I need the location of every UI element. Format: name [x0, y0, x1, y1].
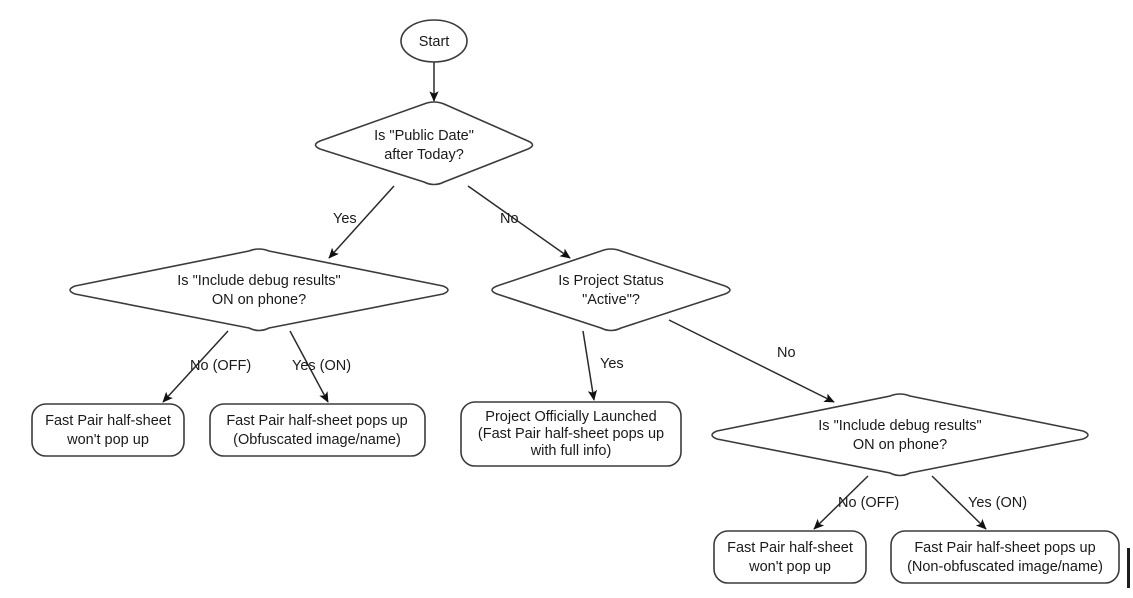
- edge-public-date-yes: Yes: [328, 185, 395, 259]
- result-right-on-line1: Fast Pair half-sheet pops up: [914, 540, 1095, 556]
- edge-label-public-date-yes: Yes: [333, 211, 357, 227]
- decision-public-date-line1: Is "Public Date": [374, 128, 474, 144]
- edge-label-debug-right-on: Yes (ON): [968, 495, 1027, 511]
- node-result-launched[interactable]: Project Officially Launched (Fast Pair h…: [460, 401, 682, 467]
- start-label: Start: [419, 34, 450, 50]
- result-left-on-line1: Fast Pair half-sheet pops up: [226, 413, 407, 429]
- result-left-off-line1: Fast Pair half-sheet: [45, 413, 171, 429]
- decision-public-date-line2: after Today?: [384, 147, 464, 163]
- edge-debug-right-on: Yes (ON): [931, 475, 1027, 530]
- result-left-on-box[interactable]: [209, 403, 426, 457]
- result-launched-line3: with full info): [530, 443, 612, 459]
- decision-debug-left-line1: Is "Include debug results": [177, 273, 340, 289]
- result-right-off-line1: Fast Pair half-sheet: [727, 540, 853, 556]
- edge-label-project-status-no: No: [777, 345, 796, 361]
- node-result-left-off[interactable]: Fast Pair half-sheet won't pop up: [31, 403, 185, 457]
- decision-debug-right-line2: ON on phone?: [853, 437, 947, 453]
- node-result-right-off[interactable]: Fast Pair half-sheet won't pop up: [713, 530, 867, 584]
- page-edge-mark: [1127, 548, 1130, 588]
- result-right-on-box[interactable]: [890, 530, 1120, 584]
- decision-project-status-diamond[interactable]: [491, 248, 731, 332]
- decision-debug-left-diamond[interactable]: [69, 248, 449, 332]
- result-right-off-box[interactable]: [713, 530, 867, 584]
- decision-public-date-diamond[interactable]: [314, 101, 534, 186]
- edge-project-status-yes: Yes: [582, 330, 624, 401]
- result-left-on-line2: (Obfuscated image/name): [233, 432, 401, 448]
- node-result-right-on[interactable]: Fast Pair half-sheet pops up (Non-obfusc…: [890, 530, 1120, 584]
- result-left-off-line2: won't pop up: [66, 432, 149, 448]
- edge-label-project-status-yes: Yes: [600, 356, 624, 372]
- edge-label-debug-left-on: Yes (ON): [292, 358, 351, 374]
- edge-project-status-no: No: [668, 319, 835, 403]
- node-decision-debug-right[interactable]: Is "Include debug results" ON on phone?: [711, 393, 1089, 477]
- node-decision-project-status[interactable]: Is Project Status "Active"?: [491, 248, 731, 332]
- node-result-left-on[interactable]: Fast Pair half-sheet pops up (Obfuscated…: [209, 403, 426, 457]
- decision-debug-right-line1: Is "Include debug results": [818, 418, 981, 434]
- decision-project-status-line1: Is Project Status: [558, 273, 664, 289]
- result-launched-box[interactable]: [460, 401, 682, 467]
- result-right-on-line2: (Non-obfuscated image/name): [907, 559, 1103, 575]
- node-decision-debug-left[interactable]: Is "Include debug results" ON on phone?: [69, 248, 449, 332]
- node-decision-public-date[interactable]: Is "Public Date" after Today?: [314, 101, 534, 186]
- edge-label-public-date-no: No: [500, 211, 519, 227]
- edge-debug-right-off: No (OFF): [813, 475, 899, 530]
- result-left-off-box[interactable]: [31, 403, 185, 457]
- result-launched-line2: (Fast Pair half-sheet pops up: [478, 426, 664, 442]
- edge-label-debug-left-off: No (OFF): [190, 358, 251, 374]
- decision-project-status-line2: "Active"?: [582, 292, 640, 308]
- decision-debug-right-diamond[interactable]: [711, 393, 1089, 477]
- edge-debug-left-off: No (OFF): [162, 330, 251, 403]
- decision-debug-left-line2: ON on phone?: [212, 292, 306, 308]
- start-ellipse[interactable]: [400, 19, 468, 63]
- edge-label-debug-right-off: No (OFF): [838, 495, 899, 511]
- result-launched-line1: Project Officially Launched: [485, 409, 656, 425]
- edge-public-date-no: No: [467, 185, 571, 259]
- node-start[interactable]: Start: [400, 19, 468, 63]
- edge-debug-left-on: Yes (ON): [289, 330, 351, 403]
- result-right-off-line2: won't pop up: [748, 559, 831, 575]
